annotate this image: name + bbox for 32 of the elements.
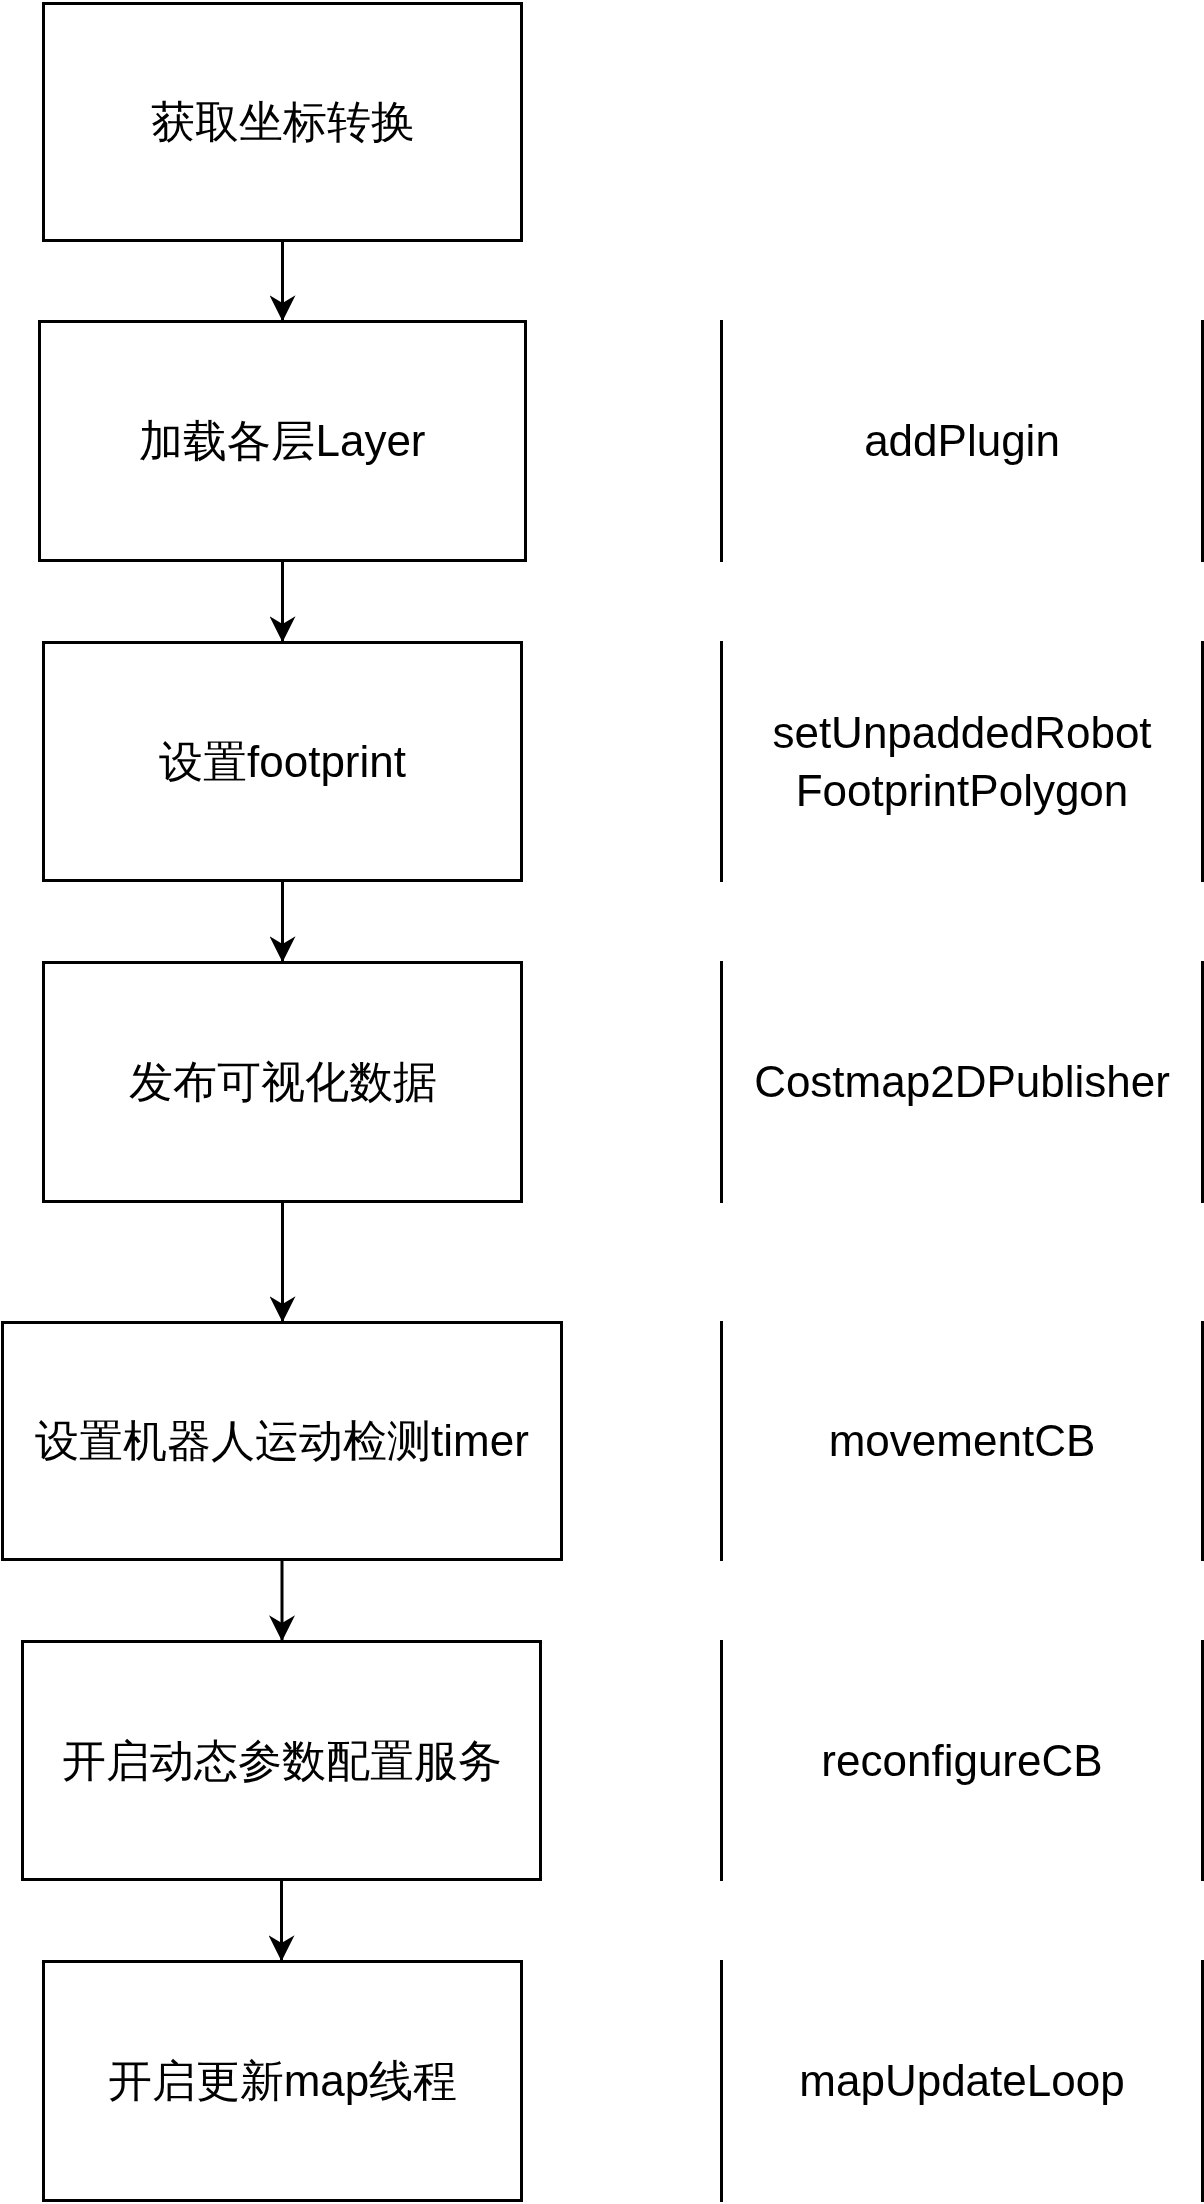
step-label: 获取坐标转换 — [150, 96, 415, 149]
function-name-panel — [720, 961, 1204, 1203]
function-name-panel — [720, 641, 1204, 882]
arrow — [268, 1881, 295, 1962]
function-name: movementCB — [828, 1415, 1096, 1468]
function-name: Costmap2DPublisher — [754, 1056, 1170, 1109]
function-name-panel — [720, 1960, 1204, 2202]
process-box — [21, 1640, 542, 1881]
function-name-panel — [720, 1321, 1204, 1561]
function-name: setUnpaddedRobot FootprintPolygon — [771, 707, 1153, 817]
arrow — [269, 1203, 296, 1323]
arrow — [269, 242, 296, 322]
function-name: addPlugin — [864, 415, 1060, 468]
process-box — [38, 320, 527, 562]
function-name-panel — [720, 1640, 1204, 1881]
step-label: 加载各层Layer — [139, 415, 426, 468]
process-box — [42, 641, 523, 882]
arrow — [269, 562, 296, 643]
process-box — [42, 961, 523, 1203]
process-box — [42, 2, 523, 242]
function-name: reconfigureCB — [821, 1734, 1103, 1787]
process-box — [1, 1321, 563, 1561]
arrow — [269, 1561, 295, 1642]
step-label: 开启更新map线程 — [107, 2055, 458, 2108]
function-name-panel — [720, 320, 1204, 562]
arrow — [269, 882, 296, 963]
step-label: 发布可视化数据 — [128, 1056, 437, 1109]
step-label: 开启动态参数配置服务 — [61, 1734, 502, 1787]
step-label: 设置footprint — [159, 735, 406, 788]
process-box — [42, 1960, 523, 2202]
function-name: mapUpdateLoop — [799, 2055, 1125, 2108]
step-label: 设置机器人运动检测timer — [35, 1415, 529, 1468]
